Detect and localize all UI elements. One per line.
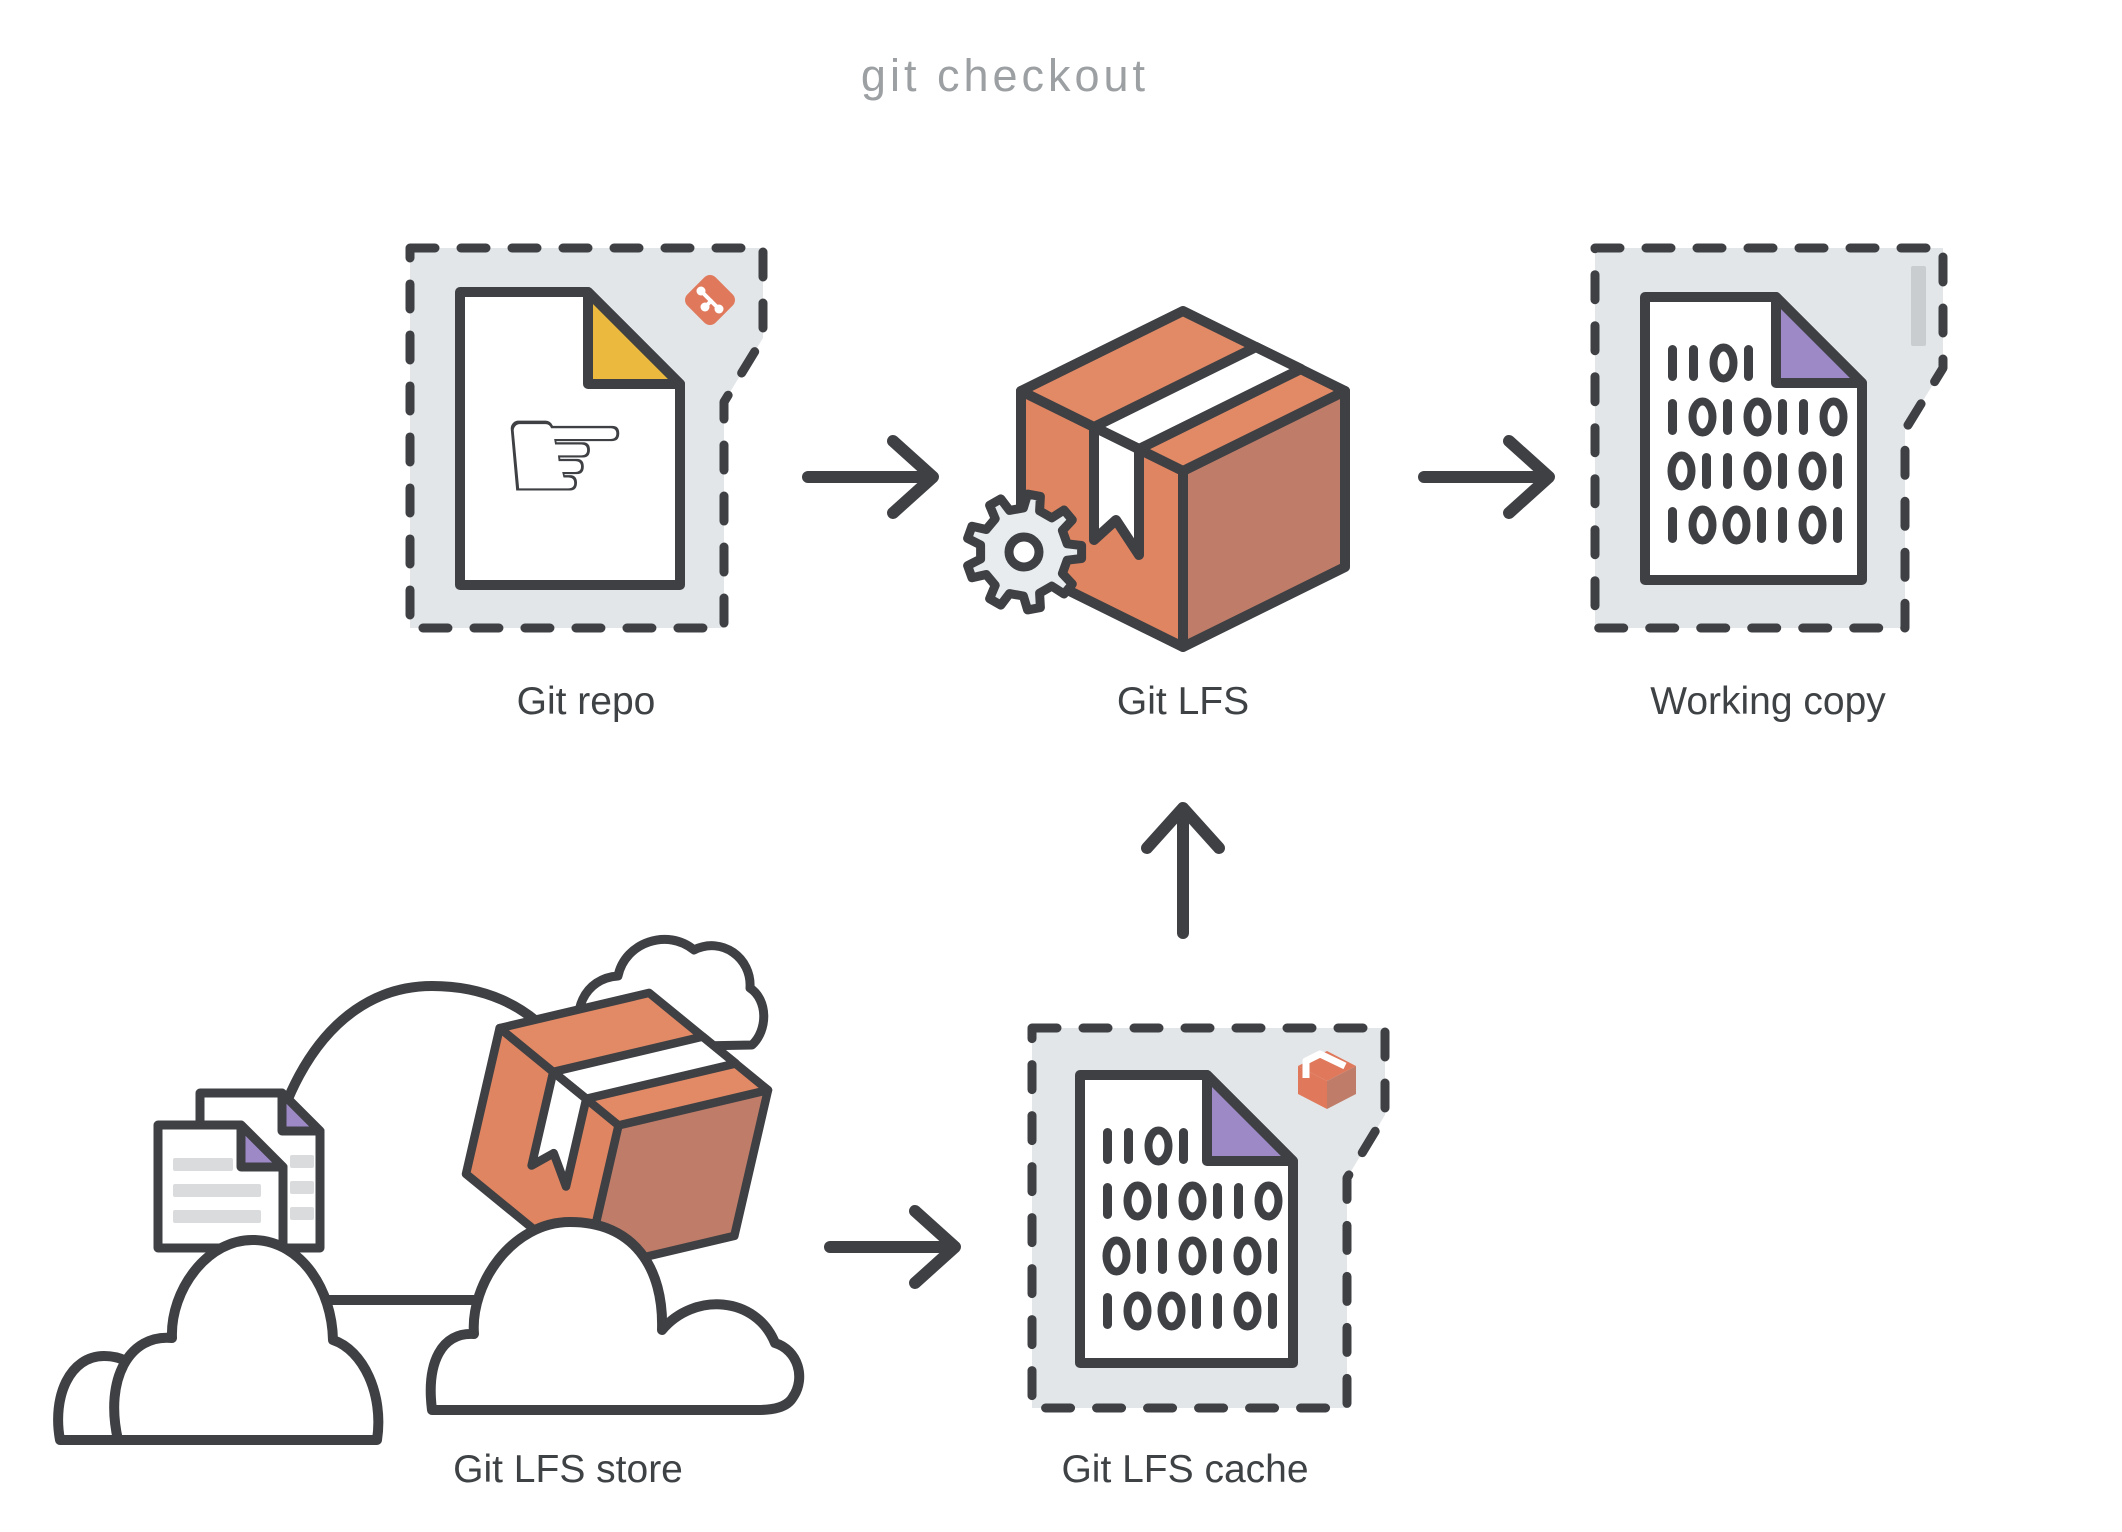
arrow-store-to-cache [824, 1205, 961, 1289]
arrowhead-icon [1503, 435, 1555, 519]
badge-placeholder [1911, 266, 1926, 346]
arrow-lfs-to-working-copy [1418, 435, 1555, 519]
binary-text [1102, 1126, 1283, 1331]
file-fold-icon [1202, 1070, 1298, 1166]
node-git-lfs-store [53, 935, 805, 1445]
cloud-front-mid-icon [109, 1234, 384, 1445]
file-fold-icon [583, 287, 685, 389]
binary-text [1667, 343, 1848, 545]
gear-icon [963, 489, 1087, 615]
node-git-lfs-cache [1027, 1023, 1390, 1413]
file-fold-icon [1771, 292, 1867, 388]
arrow-cache-to-lfs [1141, 802, 1225, 939]
arrowhead-icon [887, 435, 939, 519]
package-badge-icon [1298, 1050, 1356, 1109]
label-git-lfs-cache: Git LFS cache [1061, 1448, 1309, 1491]
label-git-repo: Git repo [516, 680, 656, 723]
node-working-copy [1590, 243, 1948, 633]
label-git-lfs: Git LFS [1116, 680, 1250, 723]
arrowhead-icon [909, 1205, 961, 1289]
label-git-lfs-store: Git LFS store [453, 1448, 683, 1491]
arrow-repo-to-lfs [802, 435, 939, 519]
arrowhead-icon [1141, 802, 1225, 854]
stored-files-icon [153, 1088, 325, 1253]
package-icon [1021, 311, 1345, 647]
diagram-title: git checkout [860, 50, 1150, 101]
git-badge-icon [685, 275, 735, 325]
cloud-front-right-icon [425, 1217, 805, 1415]
node-git-lfs [963, 311, 1345, 647]
label-working-copy: Working copy [1650, 680, 1886, 723]
pointer-hand-icon: ☞ [498, 368, 632, 542]
node-git-repo: ☞ [405, 243, 768, 633]
